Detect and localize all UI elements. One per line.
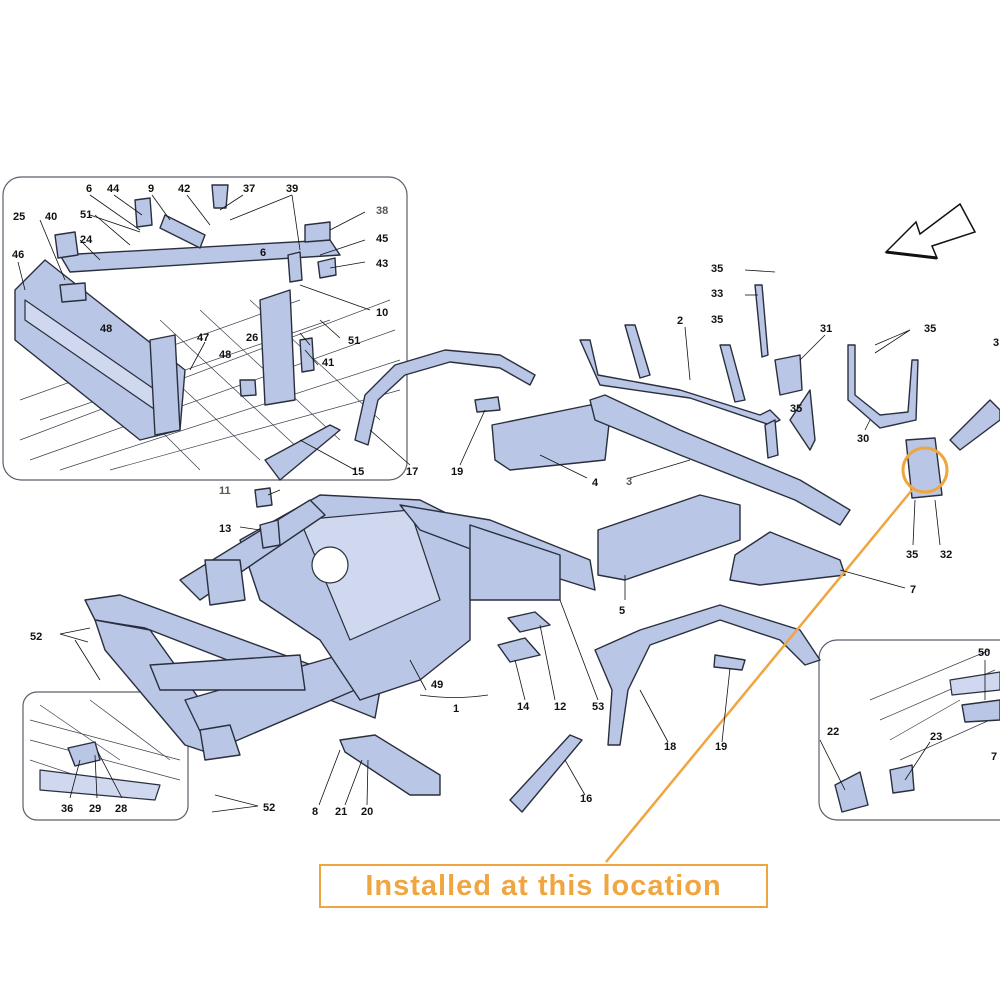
callout-12: 12: [554, 701, 566, 713]
callout-6-a: 6: [86, 183, 92, 195]
callout-31: 31: [820, 323, 832, 335]
callout-32: 32: [940, 549, 952, 561]
callout-51-b: 51: [348, 335, 360, 347]
callout-17: 17: [406, 466, 418, 478]
callout-49: 49: [431, 679, 443, 691]
callout-29: 29: [89, 803, 101, 815]
callout-35-b: 35: [711, 314, 723, 326]
callout-3: 3: [626, 476, 632, 488]
callout-13: 13: [219, 523, 231, 535]
part-7-bracket: [729, 531, 846, 586]
callout-48-a: 48: [100, 323, 112, 335]
callout-51-a: 51: [80, 209, 92, 221]
part-14-bracket: [497, 637, 541, 663]
callout-28: 28: [115, 803, 127, 815]
callout-19-top: 19: [451, 466, 463, 478]
callout-8: 8: [312, 806, 318, 818]
callout-41: 41: [322, 357, 334, 369]
part-5-box: [597, 494, 741, 581]
part-19-tube: [474, 396, 501, 413]
install-highlight: [605, 446, 949, 863]
callout-35-c: 35: [790, 403, 802, 415]
callout-46: 46: [12, 249, 24, 261]
callout-7-right: 7: [991, 751, 997, 763]
callout-labels: 1 49 2 3 4 5 7 8 21 20 11 13 12 14 53 15…: [12, 183, 999, 818]
callout-52-a: 52: [30, 631, 42, 643]
callout-10: 10: [376, 307, 388, 319]
part-17-arch: [354, 349, 536, 446]
rear-structure-inset: [2, 176, 408, 481]
callout-21: 21: [335, 806, 347, 818]
callout-9: 9: [148, 183, 154, 195]
installed-location-callout: Installed at this location: [319, 864, 768, 908]
callout-53: 53: [592, 701, 604, 713]
callout-39: 39: [286, 183, 298, 195]
part-3-channel: [589, 394, 851, 526]
part-3r-strut: [949, 399, 1000, 451]
callout-11: 11: [219, 485, 231, 497]
bottom-left-inset: [22, 691, 189, 821]
callout-5: 5: [619, 605, 625, 617]
callout-22: 22: [827, 726, 839, 738]
part-2-beam: [579, 324, 816, 459]
part-32-bracket: [905, 437, 943, 499]
callout-48-b: 48: [219, 349, 231, 361]
callout-45: 45: [376, 233, 388, 245]
part-8-bracket: [339, 734, 441, 796]
bottom-right-inset: [818, 639, 1000, 821]
callout-20: 20: [361, 806, 373, 818]
callout-25: 25: [13, 211, 25, 223]
part-13-bracket: [259, 519, 281, 549]
part-11-bracket: [254, 487, 273, 508]
callout-38: 38: [376, 205, 388, 217]
callout-26: 26: [246, 332, 258, 344]
callout-4: 4: [592, 477, 599, 489]
part-33-rod: [754, 284, 769, 358]
callout-23: 23: [930, 731, 942, 743]
part-30-ubar: [847, 344, 919, 429]
part-19b-tube: [713, 654, 746, 671]
callout-36: 36: [61, 803, 73, 815]
callout-33: 33: [711, 288, 723, 300]
callout-35-e: 35: [906, 549, 918, 561]
part-16-strut: [509, 734, 583, 813]
callout-44: 44: [107, 183, 120, 195]
part-31-bracket: [774, 354, 803, 396]
callout-52-b: 52: [263, 802, 275, 814]
callout-19-bottom: 19: [715, 741, 727, 753]
callout-35-d: 35: [924, 323, 936, 335]
callout-7: 7: [910, 584, 916, 596]
callout-2: 2: [677, 315, 683, 327]
callout-37: 37: [243, 183, 255, 195]
callout-1: 1: [453, 703, 459, 715]
part-4-box: [491, 404, 611, 471]
callout-3-right: 3: [993, 337, 999, 349]
installed-location-text: Installed at this location: [365, 869, 722, 902]
callout-43: 43: [376, 258, 388, 270]
leader-lines: [17, 194, 986, 813]
part-12-bracket: [507, 611, 551, 633]
part-18-arch: [594, 604, 821, 746]
callout-15: 15: [352, 466, 364, 478]
callout-50: 50: [978, 647, 990, 659]
callout-16: 16: [580, 793, 592, 805]
callout-40: 40: [45, 211, 57, 223]
callout-24: 24: [80, 234, 93, 246]
callout-42: 42: [178, 183, 190, 195]
callout-6-b: 6: [260, 247, 266, 259]
callout-14: 14: [517, 701, 530, 713]
part-15-strut: [264, 424, 341, 481]
callout-18: 18: [664, 741, 676, 753]
main-frame: [84, 494, 596, 761]
callout-47: 47: [197, 332, 209, 344]
callout-35-a: 35: [711, 263, 723, 275]
arrow-icon: [884, 202, 977, 260]
callout-30: 30: [857, 433, 869, 445]
